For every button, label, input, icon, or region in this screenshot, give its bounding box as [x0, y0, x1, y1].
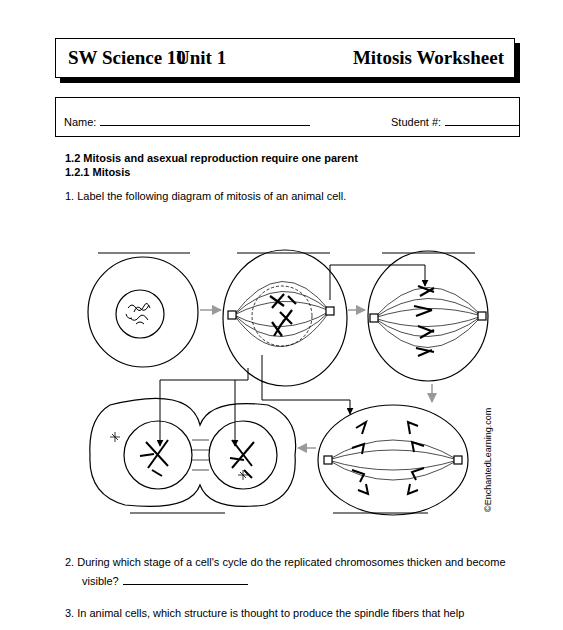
- illustration-stroke: [324, 456, 332, 464]
- illustration-stroke: [318, 405, 468, 515]
- illustration-stroke: [368, 251, 488, 381]
- illustration-stroke: [200, 309, 221, 311]
- text-group: Unit 1: [176, 47, 226, 69]
- illustration-stroke: [160, 368, 248, 446]
- illustration-stroke: [228, 311, 236, 319]
- stage-arrows: [200, 310, 432, 448]
- illustration-stroke: [192, 440, 209, 441]
- text-group: Mitosis Worksheet: [353, 47, 504, 69]
- illustration-stroke: [192, 450, 209, 451]
- illustration-stroke: [298, 447, 316, 449]
- cells: [88, 250, 488, 515]
- illustration-stroke: [326, 307, 334, 315]
- illustration-stroke: [270, 294, 296, 336]
- header-text: SW Science 10: [68, 47, 186, 68]
- illustration-stroke: [414, 286, 434, 356]
- section-heading: 1.2.1 Mitosis: [65, 166, 130, 178]
- text-group: Name:: [64, 115, 310, 128]
- header-box: SW Science 10Unit 1 Mitosis Worksheet: [55, 38, 515, 78]
- section-heading: 1.2 Mitosis and asexual reproduction req…: [65, 152, 358, 164]
- header-text: Unit 1: [176, 47, 226, 68]
- illustration-stroke: [192, 440, 209, 470]
- illustration-stroke: [126, 303, 150, 324]
- leader-lines: [160, 265, 425, 446]
- illustration-stroke: [237, 253, 330, 254]
- illustration-stroke: [90, 398, 296, 506]
- illustration-stroke: [431, 384, 433, 402]
- illustration-stroke: [234, 281, 330, 346]
- illustration-stroke: [382, 253, 475, 254]
- illustration-stroke: [374, 316, 482, 327]
- illustration-stroke: [235, 380, 236, 446]
- illustration-stroke: [454, 456, 462, 464]
- answer-line: [123, 574, 248, 585]
- field-label: Student #:: [391, 116, 441, 128]
- illustration-stroke: [140, 440, 254, 478]
- illustration-stroke: [478, 312, 486, 320]
- illustration-stroke: [116, 290, 164, 338]
- question: 2. During which stage of a cell's cycle …: [65, 556, 506, 587]
- answer-lines: [98, 253, 475, 513]
- illustration-stroke: [330, 265, 425, 300]
- illustration-stroke: [328, 450, 458, 460]
- illustration-stroke: [192, 460, 209, 461]
- illustration-stroke: [110, 432, 248, 480]
- illustration-stroke: [223, 250, 347, 386]
- question-wrap: 3. In animal cells, which structure is t…: [65, 604, 542, 623]
- illustration-stroke: [370, 314, 378, 322]
- illustration-stroke: [262, 355, 350, 414]
- illustration-stroke: [348, 309, 365, 311]
- illustration-stroke: [234, 281, 330, 315]
- header-text: Mitosis Worksheet: [353, 47, 504, 68]
- question-wrap: 1. Label the following diagram of mitosi…: [65, 187, 346, 205]
- illustration-stroke: [234, 311, 330, 347]
- question-wrap: 2. During which stage of a cell's cycle …: [65, 553, 507, 591]
- answer-line: [100, 115, 310, 126]
- answer-line: [445, 115, 520, 126]
- illustration-stroke: [328, 460, 458, 480]
- copyright-watermark: ©EnchantedLearning.com: [483, 408, 493, 512]
- name-box: Name: Student #:: [55, 97, 520, 137]
- field-label: Name:: [64, 116, 96, 128]
- illustration-stroke: [328, 440, 458, 460]
- illustration-stroke: [98, 253, 190, 254]
- text-group: SW Science 10: [68, 47, 186, 69]
- section-heading-wrap: 1.2 Mitosis and asexual reproduction req…: [65, 149, 358, 167]
- section-heading-wrap: 1.2.1 Mitosis: [65, 163, 130, 181]
- question: 3. In animal cells, which structure is t…: [65, 607, 464, 619]
- illustration-stroke: [328, 440, 458, 480]
- illustration-stroke: [328, 460, 458, 470]
- illustration-stroke: [352, 422, 424, 494]
- copyright-watermark-wrap: ©EnchantedLearning.com: [479, 408, 497, 512]
- illustration-stroke: [130, 513, 225, 514]
- question: 1. Label the following diagram of mitosi…: [65, 190, 346, 202]
- illustration-stroke: [374, 287, 482, 347]
- illustration-stroke: [374, 316, 482, 348]
- illustration-stroke: [88, 257, 198, 367]
- text-group: Student #:: [391, 115, 520, 128]
- illustration-stroke: [192, 470, 209, 471]
